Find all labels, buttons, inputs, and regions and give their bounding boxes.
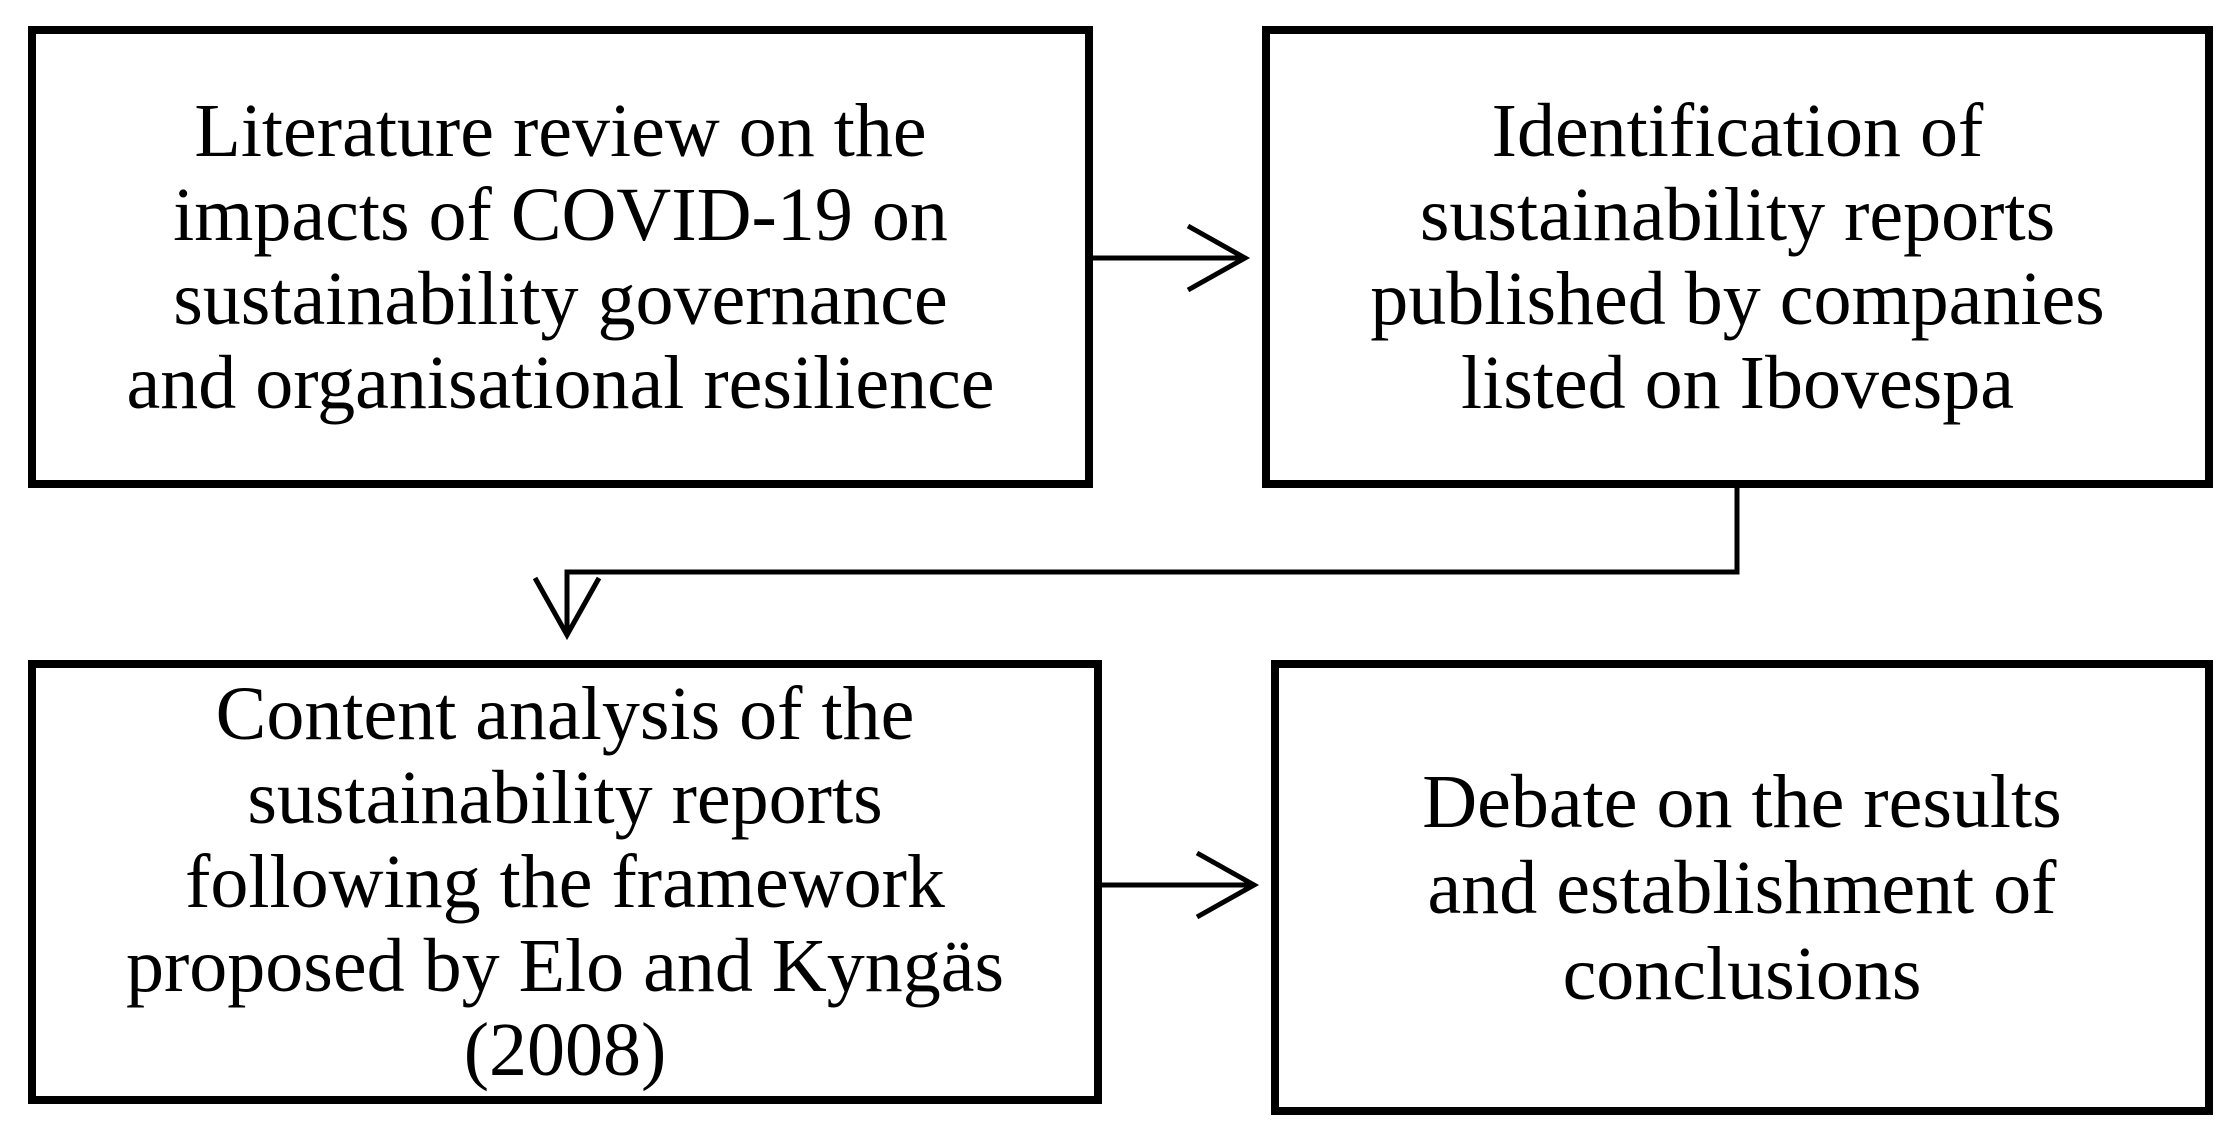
arrow-identification-to-content-analysis	[532, 488, 1740, 641]
arrow-content-analysis-to-debate	[1102, 850, 1260, 920]
arrow-literature-to-identification	[1093, 223, 1251, 293]
step-box-content-analysis: Content analysis of the sustainability r…	[28, 660, 1102, 1104]
step-box-literature-review: Literature review on the impacts of COVI…	[28, 26, 1093, 488]
step-box-identification: Identification of sustainability reports…	[1262, 26, 2213, 488]
step-text-debate: Debate on the results and establishment …	[1422, 759, 2062, 1016]
step-box-debate: Debate on the results and establishment …	[1271, 660, 2213, 1115]
step-text-identification: Identification of sustainability reports…	[1370, 89, 2105, 425]
step-text-content-analysis: Content analysis of the sustainability r…	[125, 672, 1005, 1092]
step-text-literature-review: Literature review on the impacts of COVI…	[126, 89, 995, 425]
